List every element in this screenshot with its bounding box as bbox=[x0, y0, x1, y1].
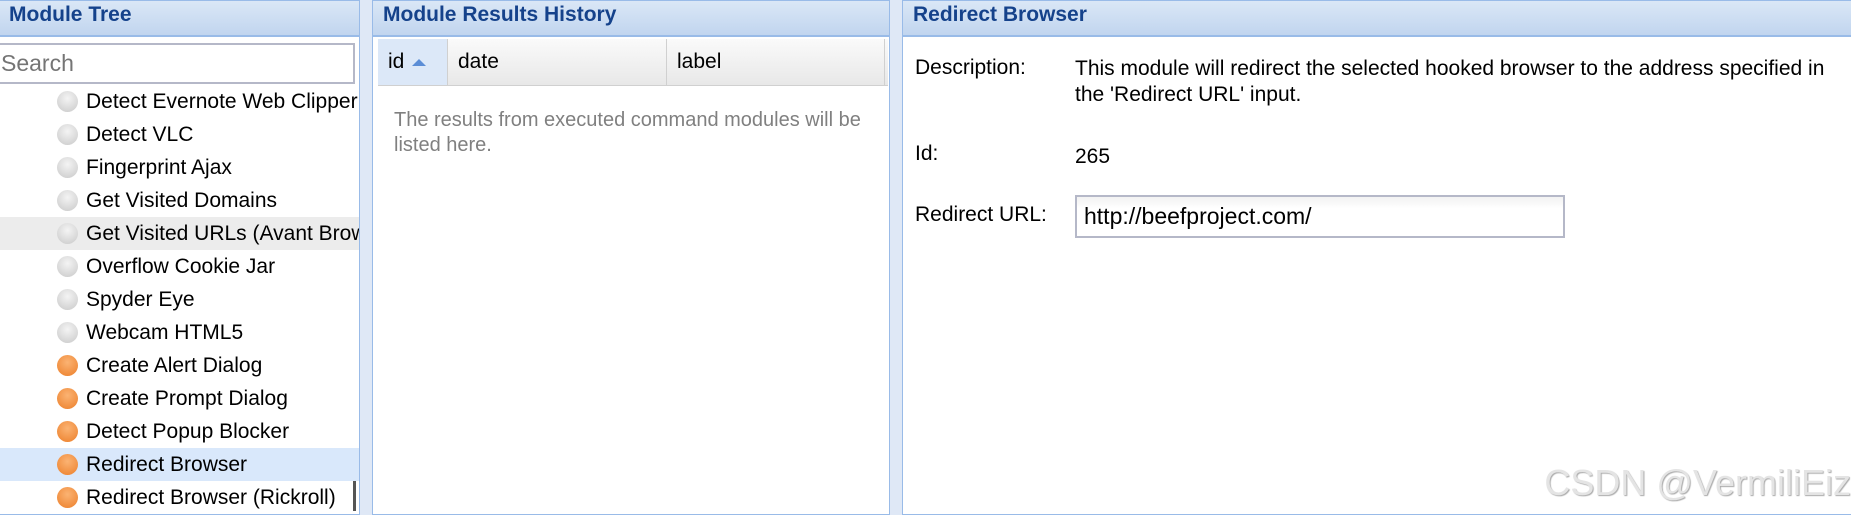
redirect-url-label: Redirect URL: bbox=[915, 203, 1047, 226]
tree-scrollbar[interactable] bbox=[353, 481, 356, 511]
module-status-grey-icon bbox=[57, 289, 78, 310]
tree-item-label: Create Alert Dialog bbox=[86, 353, 263, 377]
module-tree-title: Module Tree bbox=[0, 1, 359, 37]
tree-item[interactable]: Create Alert Dialog bbox=[0, 349, 359, 382]
tree-item[interactable]: Spyder Eye bbox=[0, 283, 359, 316]
tree-item-label: Redirect Browser bbox=[86, 452, 248, 476]
module-status-grey-icon bbox=[57, 322, 78, 343]
tree-item[interactable]: Detect VLC bbox=[0, 118, 359, 151]
redirect-url-input[interactable] bbox=[1075, 195, 1565, 238]
results-grid-header: id date label bbox=[378, 39, 888, 86]
tree-item-label: Detect Evernote Web Clipper bbox=[86, 89, 358, 113]
module-status-orange-icon bbox=[57, 487, 78, 508]
tree-item-label: Overflow Cookie Jar bbox=[86, 254, 276, 278]
tree-item[interactable]: Detect Popup Blocker bbox=[0, 415, 359, 448]
results-history-title: Module Results History bbox=[373, 1, 889, 37]
column-label-label: label bbox=[677, 50, 722, 73]
tree-item[interactable]: Detect Evernote Web Clipper bbox=[0, 85, 359, 118]
tree-item[interactable]: Webcam HTML5 bbox=[0, 316, 359, 349]
column-id[interactable]: id bbox=[378, 39, 448, 85]
module-status-grey-icon bbox=[57, 256, 78, 277]
tree-item[interactable]: Overflow Cookie Jar bbox=[0, 250, 359, 283]
tree-item[interactable]: Fingerprint Ajax bbox=[0, 151, 359, 184]
tree-item[interactable]: Redirect Browser bbox=[0, 448, 359, 481]
module-status-orange-icon bbox=[57, 421, 78, 442]
watermark: CSDN @VermiliEiz bbox=[1544, 462, 1851, 503]
tree-item-label: Get Visited URLs (Avant Browser) bbox=[86, 221, 359, 245]
description-label: Description: bbox=[915, 56, 1026, 79]
module-status-grey-icon bbox=[57, 91, 78, 112]
id-label: Id: bbox=[915, 142, 939, 165]
module-status-orange-icon bbox=[57, 355, 78, 376]
module-status-grey-icon bbox=[57, 223, 78, 244]
empty-results-text: The results from executed command module… bbox=[394, 109, 861, 156]
column-label[interactable]: label bbox=[667, 39, 885, 85]
description-value: This module will redirect the selected h… bbox=[1075, 57, 1825, 106]
id-value: 265 bbox=[1075, 145, 1111, 168]
tree-item-label: Get Visited Domains bbox=[86, 188, 278, 212]
tree-item-label: Fingerprint Ajax bbox=[86, 155, 232, 179]
module-status-grey-icon bbox=[57, 190, 78, 211]
column-date[interactable]: date bbox=[448, 39, 667, 85]
tree-item[interactable]: Create Prompt Dialog bbox=[0, 382, 359, 415]
tree-item-label: Redirect Browser (Rickroll) bbox=[86, 485, 336, 509]
module-results-history-panel: Module Results History id date label The… bbox=[372, 0, 890, 515]
tree-item[interactable]: Get Visited Domains bbox=[0, 184, 359, 217]
module-status-orange-icon bbox=[57, 454, 78, 475]
module-status-orange-icon bbox=[57, 388, 78, 409]
module-detail-panel: Redirect Browser Description: This modul… bbox=[902, 0, 1851, 515]
column-id-label: id bbox=[388, 50, 405, 73]
module-status-grey-icon bbox=[57, 124, 78, 145]
tree-item[interactable]: Get Visited URLs (Avant Browser) bbox=[0, 217, 359, 250]
module-status-grey-icon bbox=[57, 157, 78, 178]
module-detail-title: Redirect Browser bbox=[903, 1, 1851, 37]
tree-item[interactable]: Redirect Browser (Rickroll) bbox=[0, 481, 359, 514]
module-search-input[interactable] bbox=[0, 43, 355, 84]
tree-item-label: Spyder Eye bbox=[86, 287, 195, 311]
tree-item-label: Create Prompt Dialog bbox=[86, 386, 288, 410]
column-date-label: date bbox=[458, 50, 499, 73]
sort-ascending-icon bbox=[412, 58, 427, 66]
tree-item-label: Detect VLC bbox=[86, 122, 194, 146]
tree-item-label: Detect Popup Blocker bbox=[86, 419, 290, 443]
tree-item-label: Webcam HTML5 bbox=[86, 320, 244, 344]
